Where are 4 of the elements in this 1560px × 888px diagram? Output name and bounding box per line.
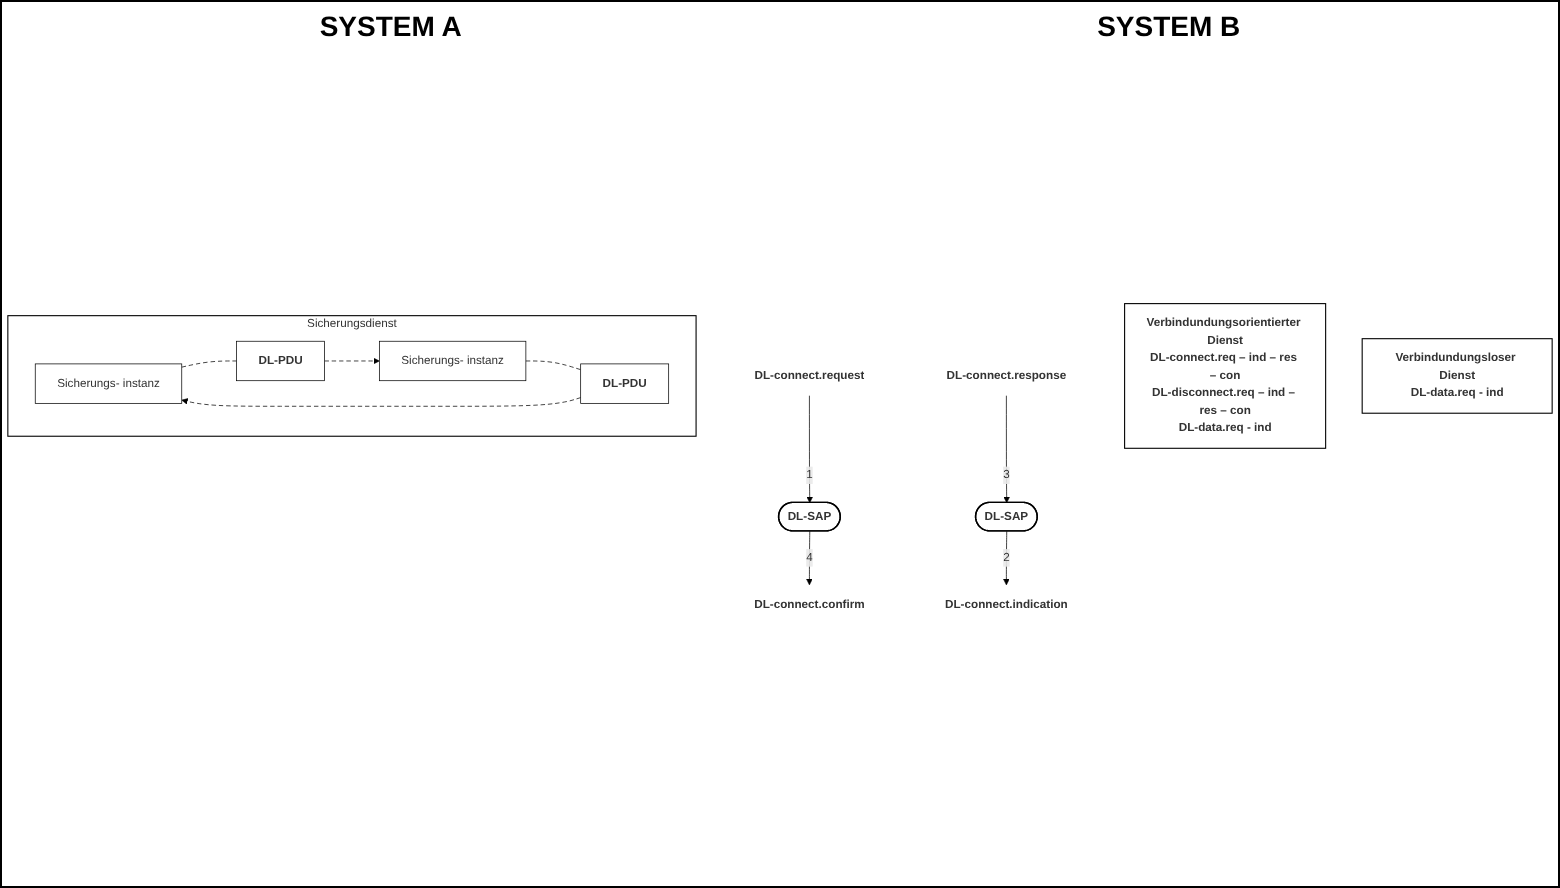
connector <box>525 360 582 371</box>
system-heading: SYSTEM B <box>1097 10 1241 42</box>
connector <box>181 360 237 368</box>
system-heading: SYSTEM A <box>319 10 462 42</box>
